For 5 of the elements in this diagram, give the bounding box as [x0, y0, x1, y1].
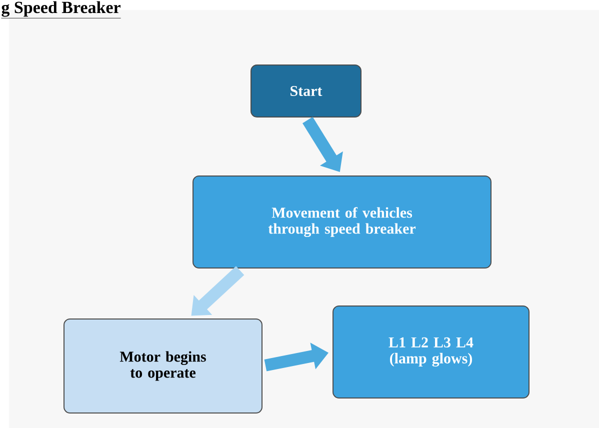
process-box: Start	[250, 64, 362, 118]
process-box: L1 L2 L3 L4 (lamp glows)	[332, 306, 530, 398]
title: g Speed Breaker	[1, 1, 122, 18]
process-box: Motor begins to operate	[64, 318, 262, 414]
process-box: Movement of vehicles through speed breaker	[192, 176, 492, 268]
